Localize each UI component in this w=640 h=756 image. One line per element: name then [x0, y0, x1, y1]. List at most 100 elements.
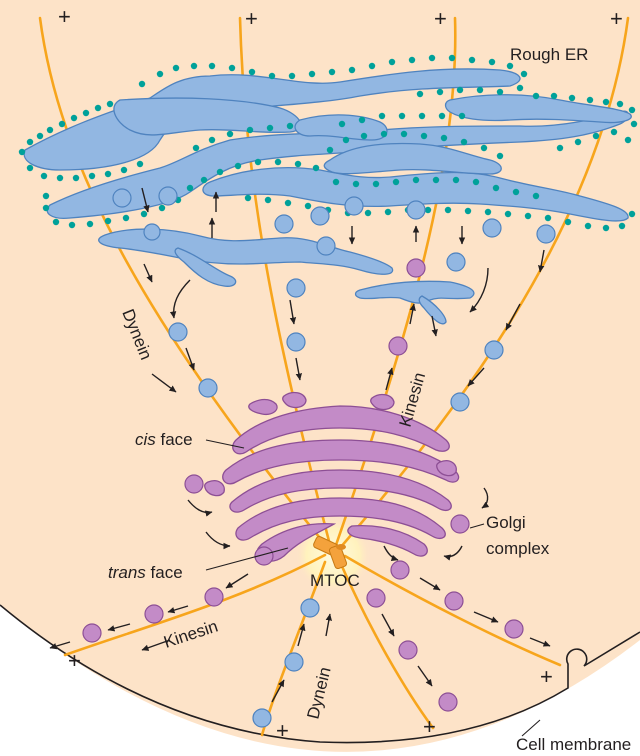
vesicle-icon: [389, 337, 407, 355]
ribosome-icon: [619, 223, 625, 229]
ribosome-icon: [419, 113, 425, 119]
ribosome-icon: [289, 73, 295, 79]
ribosome-icon: [603, 99, 609, 105]
ribosome-icon: [385, 209, 391, 215]
ribosome-icon: [477, 87, 483, 93]
ribosome-icon: [71, 115, 77, 121]
vesicle-icon: [485, 341, 503, 359]
ribosome-icon: [53, 219, 59, 225]
vesicle-icon: [451, 515, 469, 533]
ribosome-icon: [275, 159, 281, 165]
ribosome-icon: [285, 200, 291, 206]
ribosome-icon: [173, 65, 179, 71]
vesicle-icon: [287, 279, 305, 297]
ribosome-icon: [43, 193, 49, 199]
ribosome-icon: [441, 135, 447, 141]
ribosome-icon: [629, 107, 635, 113]
ribosome-icon: [521, 71, 527, 77]
vesicle-icon: [83, 624, 101, 642]
vesicle-icon: [185, 475, 203, 493]
ribosome-icon: [625, 137, 631, 143]
ribosome-icon: [201, 177, 207, 183]
plus-end: +: [58, 4, 71, 29]
vesicle-icon: [287, 333, 305, 351]
trans-face-label: trans face: [108, 563, 183, 582]
ribosome-icon: [373, 181, 379, 187]
ribosome-icon: [569, 95, 575, 101]
ribosome-icon: [305, 203, 311, 209]
ribosome-icon: [629, 211, 635, 217]
vesicle-icon: [253, 709, 271, 727]
ribosome-icon: [139, 81, 145, 87]
vesicle-icon: [367, 589, 385, 607]
ribosome-icon: [389, 59, 395, 65]
ribosome-icon: [421, 133, 427, 139]
vesicle-icon: [145, 605, 163, 623]
vesicle-icon: [445, 592, 463, 610]
ribosome-icon: [453, 177, 459, 183]
ribosome-icon: [57, 175, 63, 181]
ribosome-icon: [379, 113, 385, 119]
vesicle-icon: [301, 599, 319, 617]
vesicle-icon: [205, 588, 223, 606]
ribosome-icon: [255, 159, 261, 165]
ribosome-icon: [603, 225, 609, 231]
plus-end: +: [68, 648, 81, 673]
vesicle-icon: [391, 561, 409, 579]
ribosome-icon: [245, 195, 251, 201]
ribosome-icon: [401, 131, 407, 137]
ribosome-icon: [19, 149, 25, 155]
ribosome-icon: [309, 71, 315, 77]
ribosome-icon: [485, 209, 491, 215]
ribosome-icon: [141, 211, 147, 217]
ribosome-icon: [191, 63, 197, 69]
ribosome-icon: [617, 101, 623, 107]
ribosome-icon: [267, 125, 273, 131]
ribosome-icon: [249, 69, 255, 75]
cell-membrane-label: Cell membrane: [516, 735, 631, 754]
vesicle-icon: [199, 379, 217, 397]
ribosome-icon: [481, 145, 487, 151]
vesicle-icon: [407, 259, 425, 277]
ribosome-icon: [429, 55, 435, 61]
cis-face-label: cis face: [135, 430, 193, 449]
plus-end: +: [540, 664, 553, 689]
vesicle-icon: [113, 189, 131, 207]
ribosome-icon: [187, 185, 193, 191]
ribosome-icon: [517, 85, 523, 91]
ribosome-icon: [457, 87, 463, 93]
vesicle-icon: [537, 225, 555, 243]
ribosome-icon: [333, 179, 339, 185]
ribosome-icon: [473, 179, 479, 185]
ribosome-icon: [369, 63, 375, 69]
ribosome-icon: [461, 139, 467, 145]
ribosome-icon: [381, 131, 387, 137]
ribosome-icon: [217, 169, 223, 175]
vesicle-icon: [447, 253, 465, 271]
ribosome-icon: [513, 189, 519, 195]
ribosome-icon: [505, 211, 511, 217]
ribosome-icon: [631, 121, 637, 127]
ribosome-icon: [157, 71, 163, 77]
ribosome-icon: [445, 207, 451, 213]
vesicle-icon: [505, 620, 523, 638]
ribosome-icon: [105, 171, 111, 177]
vesicle-icon: [451, 393, 469, 411]
ribosome-icon: [493, 185, 499, 191]
plus-end: +: [276, 718, 289, 743]
ribosome-icon: [399, 113, 405, 119]
ribosome-icon: [227, 131, 233, 137]
ribosome-icon: [497, 89, 503, 95]
ribosome-icon: [313, 165, 319, 171]
ribosome-icon: [437, 89, 443, 95]
ribosome-icon: [37, 133, 43, 139]
ribosome-icon: [525, 213, 531, 219]
ribosome-icon: [27, 139, 33, 145]
ribosome-icon: [413, 177, 419, 183]
ribosome-icon: [159, 205, 165, 211]
ribosome-icon: [533, 193, 539, 199]
plus-end: +: [423, 714, 436, 739]
ribosome-icon: [47, 127, 53, 133]
ribosome-icon: [469, 57, 475, 63]
